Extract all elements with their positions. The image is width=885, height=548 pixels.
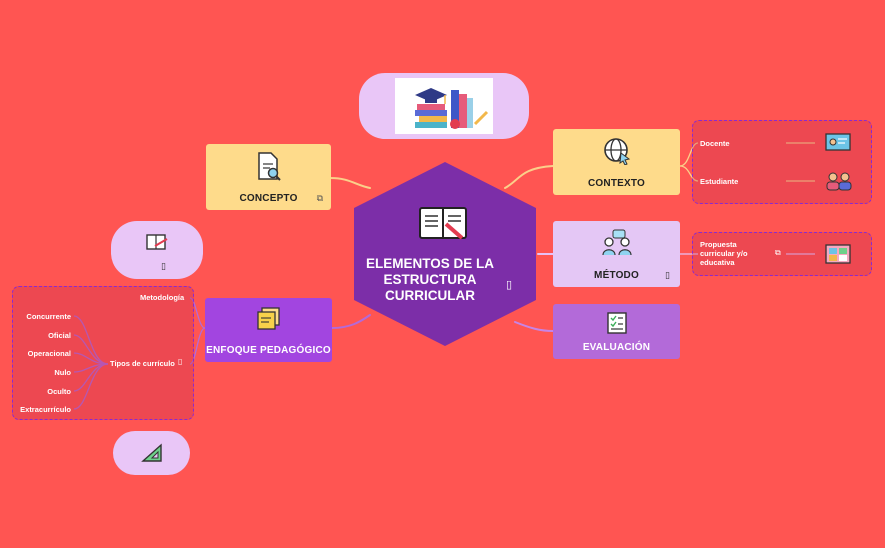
open-book-icon bbox=[419, 207, 467, 240]
node-contexto[interactable]: CONTEXTO bbox=[553, 129, 680, 195]
metodo-item-line2: curricular y/o bbox=[700, 249, 748, 258]
central-hexagon bbox=[354, 162, 536, 346]
tipo-operacional[interactable]: Operacional bbox=[27, 349, 71, 358]
schedule-board-icon bbox=[825, 244, 851, 264]
metodo-item-line3: educativa bbox=[700, 258, 735, 267]
note-icon[interactable]: ▯ bbox=[178, 357, 183, 366]
books-image-pill[interactable] bbox=[359, 73, 529, 139]
tipo-oculto[interactable]: Oculto bbox=[47, 387, 71, 396]
node-label: EVALUACIÓN bbox=[582, 342, 651, 353]
external-link-icon[interactable]: ⧉ bbox=[775, 248, 781, 257]
node-evaluacion[interactable]: EVALUACIÓN bbox=[553, 304, 680, 359]
book-pencil-icon bbox=[146, 234, 168, 250]
tipo-concurrente[interactable]: Concurrente bbox=[26, 312, 71, 321]
note-icon[interactable]: ▯ bbox=[665, 270, 670, 280]
enfoque-item-tipos[interactable]: Tipos de currículo bbox=[110, 359, 175, 368]
metodo-item-propuesta[interactable]: Propuesta curricular y/o educativa bbox=[700, 240, 748, 267]
triangle-ruler-pill[interactable] bbox=[113, 431, 190, 475]
checklist-icon bbox=[607, 312, 627, 334]
tipo-extracurriculo[interactable]: Extracurrículo bbox=[20, 405, 71, 414]
metodo-item-line1: Propuesta bbox=[700, 240, 737, 249]
central-node[interactable]: ELEMENTOS DE LA ESTRUCTURA CURRICULAR ▯ bbox=[350, 160, 540, 348]
center-title-line2: ESTRUCTURA bbox=[383, 272, 477, 287]
enfoque-item-metodologia[interactable]: Metodología bbox=[140, 293, 185, 302]
center-title: ELEMENTOS DE LA ESTRUCTURA CURRICULAR bbox=[350, 256, 510, 304]
books-graduation-icon bbox=[415, 88, 489, 129]
image-frame bbox=[395, 78, 493, 134]
globe-cursor-icon bbox=[604, 138, 631, 165]
teacher-board-icon bbox=[825, 133, 851, 151]
triangle-ruler-icon bbox=[140, 443, 162, 462]
center-title-line3: CURRICULAR bbox=[385, 288, 475, 303]
note-icon[interactable]: ▯ bbox=[161, 261, 166, 271]
node-label: ENFOQUE PEDAGÓGICO bbox=[206, 345, 331, 356]
center-title-line1: ELEMENTOS DE LA bbox=[365, 256, 494, 271]
node-concepto[interactable]: CONCEPTO ⧉ bbox=[206, 144, 331, 210]
node-label: CONTEXTO bbox=[588, 178, 645, 189]
contexto-item-docente[interactable]: Docente bbox=[700, 139, 730, 148]
people-meeting-icon bbox=[602, 229, 632, 256]
node-label: CONCEPTO bbox=[239, 193, 298, 204]
node-enfoque-pedagogico[interactable]: ENFOQUE PEDAGÓGICO bbox=[205, 298, 332, 362]
contexto-item-estudiante[interactable]: Estudiante bbox=[700, 177, 739, 186]
enfoque-items-zone bbox=[12, 286, 194, 420]
students-icon bbox=[826, 172, 852, 191]
tipo-oficial[interactable]: Oficial bbox=[48, 331, 71, 340]
external-link-icon[interactable]: ⧉ bbox=[316, 193, 323, 203]
node-metodo[interactable]: MÉTODO ▯ bbox=[553, 221, 680, 287]
book-pencil-pill[interactable]: ▯ bbox=[111, 221, 203, 279]
document-search-icon bbox=[258, 152, 281, 181]
sticky-notes-icon bbox=[257, 307, 280, 330]
node-label: MÉTODO bbox=[594, 270, 639, 281]
note-icon[interactable]: ▯ bbox=[506, 279, 513, 291]
tipo-nulo[interactable]: Nulo bbox=[54, 368, 71, 377]
